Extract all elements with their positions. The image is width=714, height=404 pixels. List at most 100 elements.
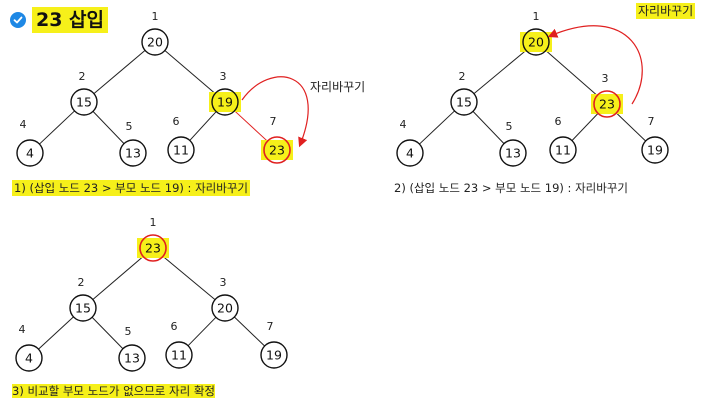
node-value: 20: [147, 35, 163, 50]
node-circle: [118, 344, 146, 372]
node-value: 13: [125, 146, 141, 161]
node-value: 15: [76, 95, 92, 110]
heap-node: 15 2: [450, 70, 478, 116]
node-value: 23: [145, 241, 161, 256]
heap-node: 23 7: [261, 115, 293, 164]
node-index: 2: [459, 70, 466, 83]
node-circle: [119, 139, 147, 167]
heap-node: 116: [549, 115, 577, 164]
node-index: 5: [126, 120, 133, 133]
heap-node: 19 7: [260, 320, 288, 369]
heap-node: 20 1: [520, 10, 552, 56]
node-index: 2: [78, 276, 85, 289]
node-index: 4: [19, 323, 26, 336]
node-value: 19: [217, 95, 233, 110]
node-circle: [165, 341, 193, 369]
node-circle: [263, 136, 291, 164]
node-value: 20: [217, 301, 233, 316]
node-value: 19: [266, 348, 282, 363]
node-highlight: [137, 238, 169, 258]
node-value: 11: [173, 143, 189, 158]
node-value: 15: [75, 301, 91, 316]
tree-edge: [473, 49, 527, 95]
node-circle: [15, 344, 43, 372]
page-title: 23 삽입: [32, 7, 109, 33]
node-value: 15: [456, 95, 472, 110]
tree-edge: [234, 316, 265, 347]
heap-node: 44: [396, 118, 424, 167]
node-value: 13: [124, 351, 140, 366]
node-index: 3: [220, 70, 227, 83]
heap-node: 20 1: [141, 10, 169, 56]
node-highlight: [209, 92, 241, 112]
node-index: 1: [152, 10, 159, 23]
node-highlight: [261, 140, 293, 160]
heap-node: 23 3: [591, 72, 623, 118]
swap-arrow-step-1: [241, 76, 309, 148]
heap-node: 135: [118, 325, 146, 372]
heap-node: 13 5: [119, 120, 147, 167]
node-index: 4: [400, 118, 407, 131]
node-circle: [69, 294, 97, 322]
node-circle: [260, 341, 288, 369]
node-circle: [141, 28, 169, 56]
heap-node: 44: [16, 118, 44, 167]
node-value: 13: [505, 146, 521, 161]
node-value: 20: [528, 35, 544, 50]
node-index: 1: [533, 10, 540, 23]
node-circle: [641, 136, 669, 164]
tree-edge: [164, 50, 216, 94]
heap-node: 15 2: [70, 70, 98, 116]
node-index: 5: [506, 120, 513, 133]
tree-edge: [93, 50, 146, 94]
node-value: 23: [269, 143, 285, 158]
node-highlight: [520, 32, 552, 52]
tree-edge: [571, 113, 599, 141]
node-circle: [16, 139, 44, 167]
tree-edge: [419, 110, 455, 145]
heap-node: 231: [137, 216, 169, 262]
tree-edge: [616, 112, 646, 142]
node-index: 7: [270, 115, 277, 128]
node-circle: [211, 294, 239, 322]
tree-edge: [92, 111, 125, 144]
node-circle: [211, 88, 239, 116]
heap-node: 44: [15, 323, 43, 372]
tree-edge: [472, 111, 505, 144]
node-index: 3: [220, 276, 227, 289]
node-circle: [522, 28, 550, 56]
tree-edge: [187, 316, 217, 347]
check-circle-icon: [10, 12, 26, 28]
heap-node: 13 5: [499, 120, 527, 167]
node-index: 3: [602, 72, 609, 85]
node-index: 7: [648, 115, 655, 128]
node-circle: [450, 88, 478, 116]
node-index: 6: [173, 115, 180, 128]
node-circle: [549, 136, 577, 164]
caption-step-3: 3) 비교할 부모 노드가 없으므로 자리 확정: [12, 383, 216, 399]
node-value: 23: [599, 97, 615, 112]
node-circle: [396, 139, 424, 167]
tree-edge: [92, 256, 144, 300]
tree-edge: [38, 316, 74, 350]
tree-edge: [189, 111, 217, 141]
node-index: 6: [555, 115, 562, 128]
node-value: 11: [171, 348, 187, 363]
heap-node: 20 3: [211, 276, 239, 322]
tree-edge: [91, 316, 124, 350]
swap-label-step-2: 자리바꾸기: [636, 3, 696, 19]
node-value: 4: [25, 351, 33, 366]
caption-step-1: 1) (삽입 노드 23 > 부모 노드 19) : 자리바꾸기: [12, 180, 250, 196]
node-circle: [167, 136, 195, 164]
heap-node: 15 2: [69, 276, 97, 322]
tree-step-1: 20 1 15 2 19 3 44 13 5 11 6 23 7: [16, 10, 293, 167]
node-index: 7: [267, 320, 274, 333]
tree-edge: [39, 110, 75, 145]
node-circle: [499, 139, 527, 167]
node-circle: [593, 90, 621, 118]
swap-arrow-step-2: [547, 25, 643, 105]
node-index: 2: [79, 70, 86, 83]
